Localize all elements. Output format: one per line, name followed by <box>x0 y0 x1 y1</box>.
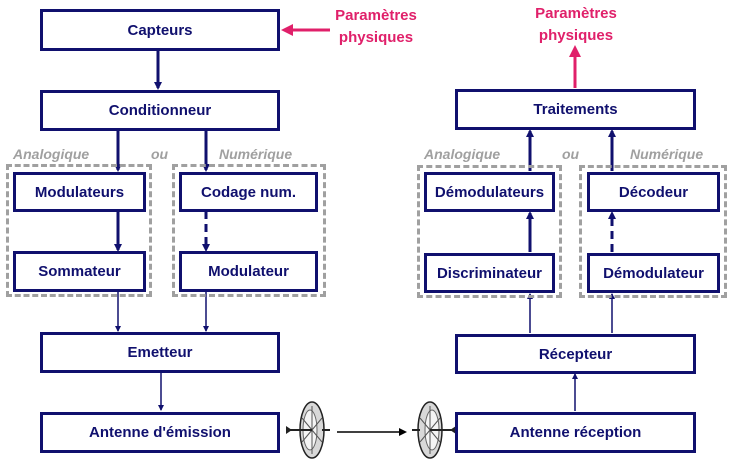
tx-analog-group <box>6 164 152 297</box>
tx-analog-label: Analogique <box>13 146 90 162</box>
recepteur-label: Récepteur <box>538 345 613 363</box>
tx-or-label: ou <box>151 146 169 162</box>
tx-digital-label: Numérique <box>219 146 293 162</box>
emetteur-label: Emetteur <box>127 344 193 361</box>
decodeur-label: Décodeur <box>618 183 689 201</box>
antenne-emission-block: Antenne d'émission <box>40 412 280 453</box>
modulateur-block: Modulateur <box>179 251 318 292</box>
param-output-line2: physiques <box>538 27 614 44</box>
antenne-reception-label: Antenne réception <box>509 424 642 441</box>
demodulateurs-label: Démodulateurs <box>434 183 545 201</box>
demodulateurs-block: Démodulateurs <box>424 172 555 212</box>
emetteur-block: Emetteur <box>40 332 280 373</box>
discriminateur-label: Discriminateur <box>436 264 543 282</box>
satellite-dish-icon <box>412 401 456 459</box>
rx-digital-label: Numérique <box>630 146 704 162</box>
antenne-reception-block: Antenne réception <box>455 412 696 453</box>
satellite-dish-icon <box>286 401 330 459</box>
conditionneur-label: Conditionneur <box>108 102 212 119</box>
demodulateur-block: Démodulateur <box>587 253 720 293</box>
capteurs-label: Capteurs <box>127 21 193 39</box>
capteurs-block: Capteurs <box>40 9 280 51</box>
codage-block: Codage num. <box>179 172 318 212</box>
traitements-block: Traitements <box>455 89 696 130</box>
rx-or-label: ou <box>562 146 580 162</box>
param-input-line1: Paramètres <box>335 7 417 24</box>
demodulateur-label: Démodulateur <box>603 264 704 282</box>
conditionneur-block: Conditionneur <box>40 90 280 131</box>
sommateur-label: Sommateur <box>38 263 121 280</box>
rx-analog-group <box>417 165 562 298</box>
codage-label: Codage num. <box>200 183 296 201</box>
param-output-line1: Paramètres <box>535 5 617 22</box>
rx-analog-label: Analogique <box>424 146 501 162</box>
sommateur-block: Sommateur <box>13 251 146 292</box>
tx-digital-group <box>172 164 326 297</box>
param-input-line2: physiques <box>338 29 414 46</box>
rx-digital-group <box>579 165 727 298</box>
decodeur-block: Décodeur <box>587 172 720 212</box>
param-physiques-input: Paramètres physiques <box>316 5 436 49</box>
param-physiques-output: Paramètres physiques <box>516 3 636 47</box>
modulateur-label: Modulateur <box>208 263 289 280</box>
antenne-emission-label: Antenne d'émission <box>89 424 231 441</box>
modulateurs-block: Modulateurs <box>13 172 146 212</box>
modulateurs-label: Modulateurs <box>34 183 125 201</box>
discriminateur-block: Discriminateur <box>424 253 555 293</box>
recepteur-block: Récepteur <box>455 334 696 374</box>
traitements-label: Traitements <box>533 101 618 118</box>
